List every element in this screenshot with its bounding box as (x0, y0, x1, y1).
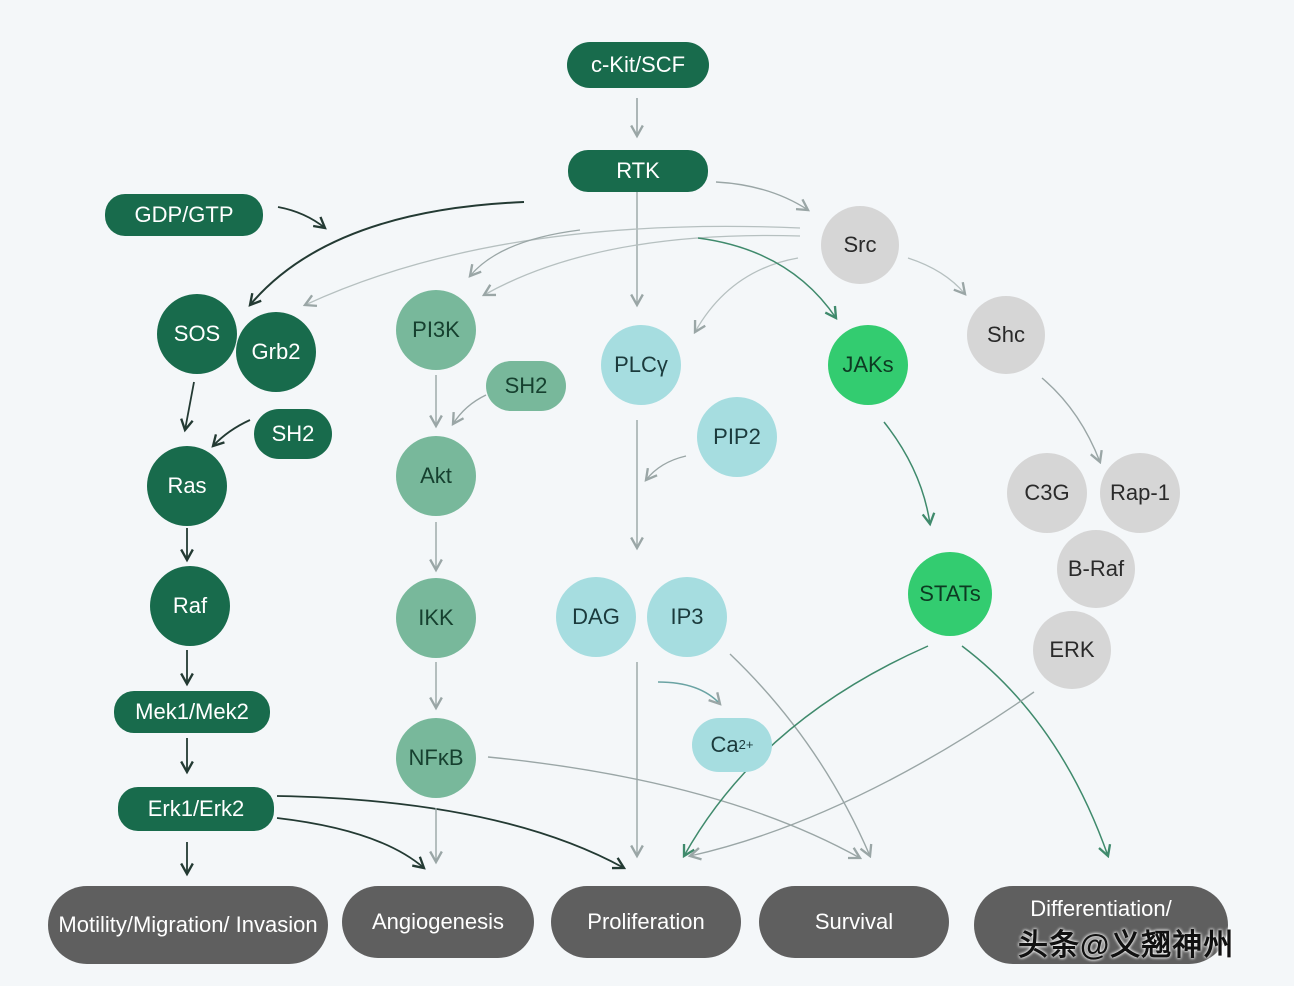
edge-rtk-src (715, 181, 808, 210)
outcome-proliferation: Proliferation (551, 886, 741, 958)
stats-node: STATs (908, 552, 992, 636)
sh2-left-node: SH2 (254, 409, 332, 459)
grb2-node: Grb2 (236, 312, 316, 392)
edge-erk-prolif-right (690, 691, 1035, 856)
dag-node: DAG (556, 577, 636, 657)
ckit-scf-node: c-Kit/SCF (567, 42, 709, 88)
edge-rtk-jaks (697, 237, 836, 318)
outcome-differentiation: Differentiation/ (974, 886, 1228, 964)
c3g-node: C3G (1007, 453, 1087, 533)
outcome-angiogenesis: Angiogenesis (342, 886, 534, 958)
erk-node: ERK (1033, 611, 1111, 689)
edge-nfkb-survival (487, 756, 860, 858)
edge-jaks-stats (883, 421, 930, 524)
mek-node: Mek1/Mek2 (114, 691, 270, 733)
ip3-node: IP3 (647, 577, 727, 657)
edge-sh2-ras (213, 419, 251, 446)
pi3k-node: PI3K (396, 290, 476, 370)
outcome-survival: Survival (759, 886, 949, 958)
ca-charge: 2+ (738, 736, 754, 752)
outcome-differentiation-label: Differentiation/ (1030, 896, 1172, 921)
shc-node: Shc (967, 296, 1045, 374)
edge-erk-prolif (276, 795, 624, 868)
rtk-node: RTK (568, 150, 708, 192)
src-node: Src (821, 206, 899, 284)
sh2-mid-node: SH2 (486, 361, 566, 411)
ikk-node: IKK (396, 578, 476, 658)
outcome-motility: Motility/Migration/ Invasion (48, 886, 328, 964)
watermark-text: 头条@义翘神州 (1018, 929, 1235, 962)
rap1-node: Rap-1 (1100, 453, 1180, 533)
ras-node: Ras (147, 446, 227, 526)
edge-gdp-arrow (277, 206, 325, 228)
nfkb-node: NFκB (396, 718, 476, 798)
edge-erk-angio (276, 817, 424, 868)
pip2-node: PIP2 (697, 397, 777, 477)
ca-label: Ca (710, 732, 739, 758)
braf-node: B-Raf (1057, 530, 1135, 608)
plcg-node: PLCγ (601, 325, 681, 405)
raf-node: Raf (150, 566, 230, 646)
jaks-node: JAKs (828, 325, 908, 405)
sos-node: SOS (157, 294, 237, 374)
edge-src-plcg (695, 257, 799, 332)
akt-node: Akt (396, 436, 476, 516)
edge-src-pi3k (484, 234, 801, 295)
edge-ip3-ca (657, 681, 720, 704)
edge-pip2-plcg (646, 455, 687, 480)
edge-src-shc (907, 257, 965, 294)
edge-sos-ras (185, 381, 195, 430)
edge-shc-rap1 (1041, 377, 1100, 462)
edge-rtk-pi3k (470, 229, 581, 276)
erk12-node: Erk1/Erk2 (118, 787, 274, 831)
gdp-gtp-node: GDP/GTP (105, 194, 263, 236)
edge-sh2-akt (453, 394, 487, 424)
edge-src-grb2 (305, 225, 801, 305)
edge-rtk-sos (250, 201, 525, 305)
